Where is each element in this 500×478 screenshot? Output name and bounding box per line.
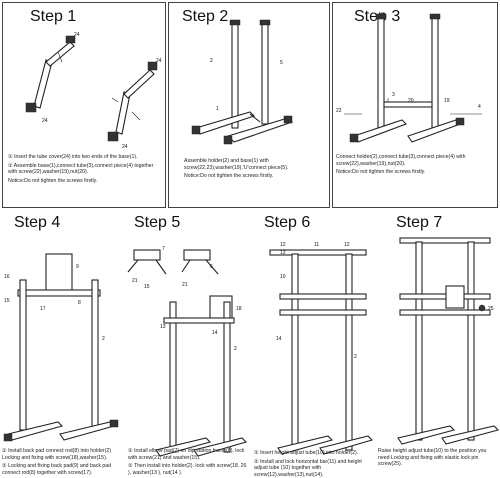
part-label: 24	[122, 144, 128, 150]
tube-cover-icon	[65, 35, 76, 44]
part-label: 25	[488, 306, 494, 312]
step-1-base-upper	[25, 35, 76, 113]
part-label: 21	[182, 282, 188, 288]
part-label: 3	[392, 92, 395, 98]
step-5-title: Step 5	[134, 214, 181, 231]
step-1-title: Step 1	[30, 8, 77, 25]
elbow-pad	[133, 249, 161, 261]
part-label: 19	[444, 98, 450, 104]
caption-line: Notice:Do not tighten the screws firstly…	[8, 177, 98, 184]
part-label: 21	[132, 278, 138, 284]
horizontal-bar	[269, 249, 367, 256]
part-label: 24	[156, 58, 162, 64]
holder-frame	[344, 13, 482, 143]
step-2-illustration: 5 2 1	[191, 19, 294, 145]
caption-line: Raise height adjust tube(10) to the posi…	[378, 448, 487, 468]
step-5-caption: ① Install elbow pad(7) on dip station fr…	[128, 448, 248, 478]
step-7-caption: Raise height adjust tube(10) to the posi…	[378, 448, 498, 470]
part-label: 1	[216, 106, 219, 112]
part-label: 10	[280, 274, 286, 280]
caption-line: ② Then install into holder(2). lock with…	[128, 463, 247, 476]
step-6-illustration: 12 13 12 11 10 14 2	[269, 242, 374, 455]
step-1-illustration: 24 24 24 24	[25, 32, 162, 150]
caption-line: Notice:Do not tighten the screws firstly…	[184, 173, 274, 180]
part-label: 5	[280, 60, 283, 66]
part-label: 12	[280, 242, 286, 248]
step-7-panel: Step 7 25 Raise height adjust tube(10) t…	[376, 210, 500, 478]
part-label: 24	[74, 32, 80, 38]
tube-cover-icon	[25, 102, 37, 113]
power-tower	[397, 237, 500, 445]
part-label: 4	[478, 104, 481, 110]
step-4-illustration: 16 15 9 8 17 2	[3, 253, 119, 442]
part-label: 12	[344, 242, 350, 248]
step-6-panel: Step 6 12 13 12 11 10 14 2 ① Insert heig…	[250, 210, 376, 478]
caption-line: ② Assemble base(1),connect tube(3),conne…	[8, 162, 154, 176]
part-label: 2	[234, 346, 237, 352]
step-3-panel: Step 3 22 3 20 19 4 Connect holder(2),co…	[332, 2, 498, 208]
part-label: 24	[42, 118, 48, 124]
step-1-panel: Step 1 24 24 24 24 ① Insert the tube cov…	[2, 2, 166, 208]
part-label: 2	[102, 336, 105, 342]
part-label: 2	[354, 354, 357, 360]
step-1-caption: ① Insert the tube cover(24) into two end…	[8, 154, 160, 186]
step-6-caption: ① Insert height adjust tube(10) into hol…	[254, 450, 374, 478]
step-3-caption: Connect holder(2),connect tube(3),connec…	[336, 154, 492, 178]
caption-line: Assemble holder(2) and base(1) with scre…	[184, 158, 289, 171]
part-label: 15	[144, 284, 150, 290]
caption-line: ① Insert height adjust tube(10) into hol…	[254, 450, 359, 456]
step-4-panel: Step 4 16 15 9 8 17 2 ① Install back pad…	[0, 210, 124, 478]
back-pad	[445, 285, 465, 309]
part-label: 16	[4, 274, 10, 280]
tube-cover-icon	[147, 61, 158, 71]
horizontal-bar	[399, 237, 491, 244]
caption-line: Notice:Do not tighten the screws firstly…	[336, 169, 426, 176]
step-3-panel-frame	[332, 2, 498, 208]
part-label: 7	[162, 246, 165, 252]
elbow-pad-assembly	[127, 249, 248, 457]
back-pad-assembly	[3, 253, 119, 442]
step-4-caption: ① Install back pad connect rod(8) into h…	[2, 448, 122, 478]
caption-line: ① Install back pad connect rod(8) into h…	[2, 448, 112, 461]
part-label: 15	[4, 298, 10, 304]
part-label: 9	[76, 264, 79, 270]
step-5-panel: Step 5 7 21 15 6 21 18 13 14 2 ① Install…	[124, 210, 250, 478]
step-7-illustration: 25	[397, 237, 500, 445]
back-pad	[45, 253, 73, 293]
part-label: 11	[314, 242, 319, 248]
step-4-title: Step 4	[14, 214, 61, 231]
elbow-pad	[183, 249, 211, 261]
caption-line: ① Install elbow pad(7) on dip station fr…	[128, 448, 245, 461]
part-label: 18	[236, 306, 242, 312]
caption-line: Connect holder(2),connect tube(3),connec…	[336, 154, 466, 167]
lock-pin-icon	[478, 304, 486, 312]
step-2-panel-frame	[168, 2, 330, 208]
part-label: 6	[210, 264, 213, 270]
part-label: 14	[276, 336, 282, 342]
caption-line: ① Insert the tube cover(24) into two end…	[8, 154, 138, 160]
caption-line: ② Install and lock horizontal bar(11) an…	[254, 458, 362, 478]
part-label: 13	[280, 250, 286, 256]
part-label: 13	[160, 324, 166, 330]
step-3-illustration: 22 3 20 19 4	[336, 13, 482, 143]
holder-frame	[191, 19, 294, 145]
step-5-illustration: 7 21 15 6 21 18 13 14 2	[127, 246, 248, 457]
caption-line: ② Locking and fixing back pad(9) and bac…	[2, 463, 112, 476]
tube-cover-icon	[107, 131, 119, 142]
part-label: 8	[78, 300, 81, 306]
part-label: 17	[40, 306, 46, 312]
pull-up-frame	[269, 249, 374, 455]
part-label: 20	[408, 98, 414, 104]
part-label: 22	[336, 108, 342, 114]
step-2-title: Step 2	[182, 8, 229, 25]
step-1-panel-frame	[2, 2, 166, 208]
step-2-panel: Step 2 5 2 1 Assemble holder(2) and base…	[168, 2, 330, 208]
part-label: 14	[212, 330, 218, 336]
step-7-title: Step 7	[396, 214, 443, 231]
step-6-title: Step 6	[264, 214, 311, 231]
step-2-caption: Assemble holder(2) and base(1) with scre…	[184, 158, 324, 182]
part-label: 2	[210, 58, 213, 64]
step-1-base-lower	[107, 61, 158, 142]
